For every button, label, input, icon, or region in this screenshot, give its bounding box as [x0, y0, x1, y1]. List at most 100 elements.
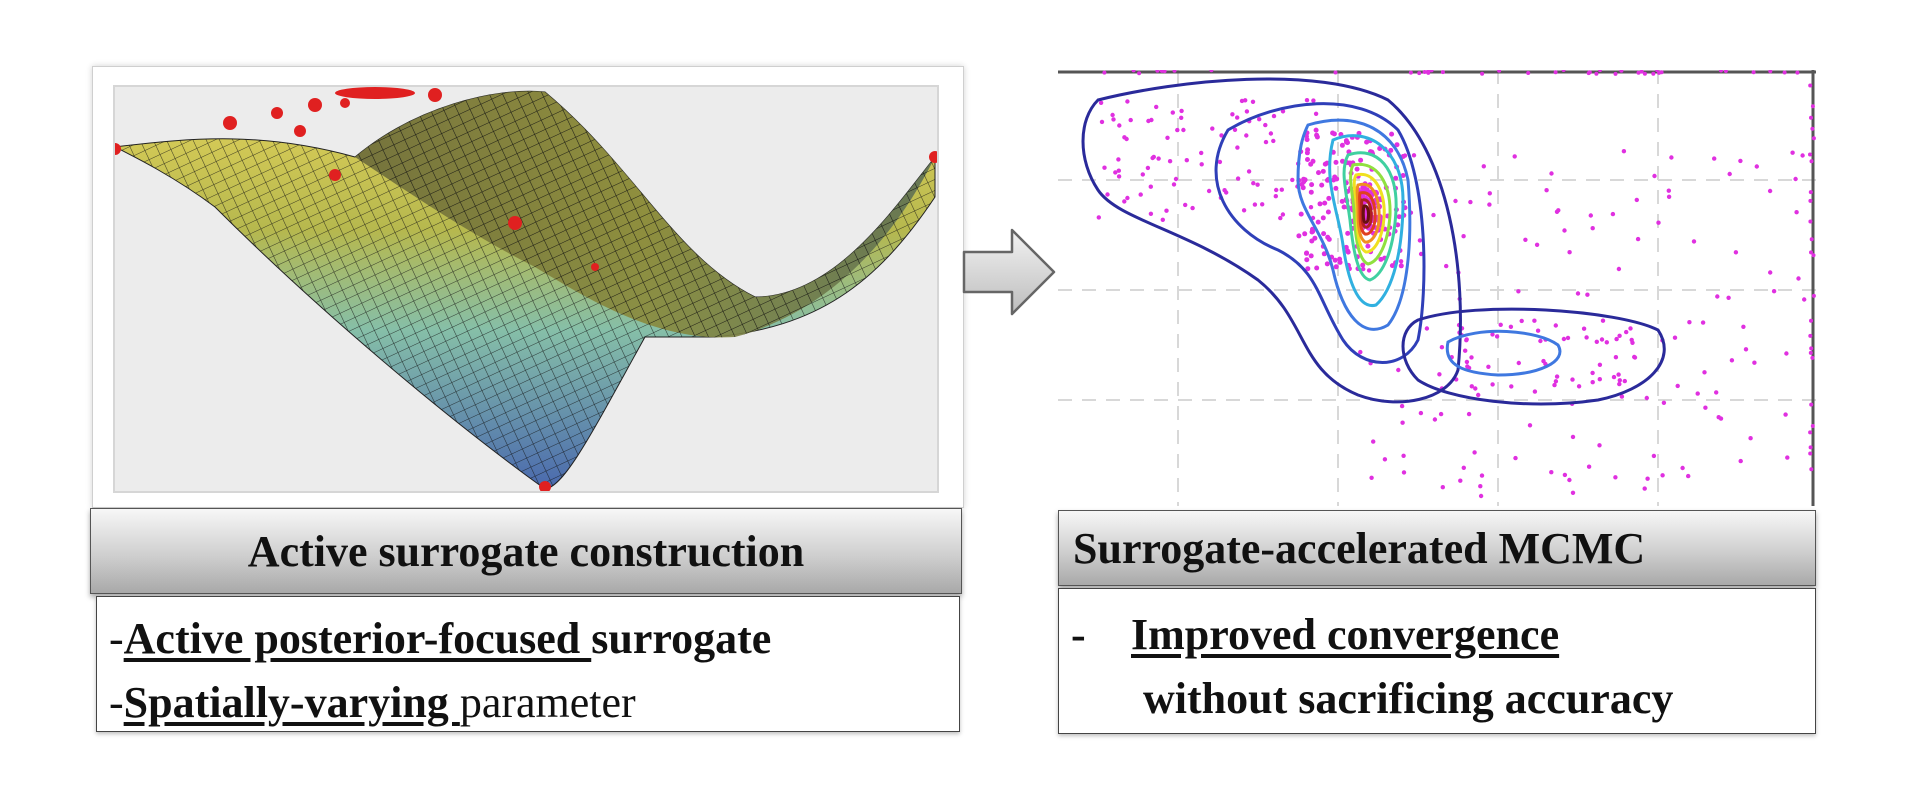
sample-point [1541, 358, 1546, 364]
sample-point [1331, 131, 1337, 137]
sample-point [1652, 173, 1657, 179]
sample-point [1235, 145, 1240, 150]
sample-point [1364, 139, 1370, 145]
sample-point [1497, 70, 1502, 73]
sample-point [1616, 266, 1622, 272]
sample-point [1155, 70, 1160, 73]
sample-point [1565, 335, 1571, 341]
sample-point [1273, 194, 1278, 199]
sample-point [1748, 436, 1753, 441]
sample-point [1617, 381, 1622, 387]
sample-point [1190, 205, 1195, 211]
sample-point [1768, 70, 1773, 74]
sample-point [1586, 464, 1592, 469]
sample-point [1645, 476, 1650, 481]
bullet-emphasis: Active posterior-focused [123, 614, 592, 663]
sample-point [1461, 234, 1466, 239]
sample-point [1138, 192, 1143, 197]
sample-point [1280, 212, 1286, 217]
left-bullet-item-2: - Spatially-varying parameter [109, 671, 959, 735]
sample-point [1714, 390, 1719, 395]
sample-point [1478, 484, 1483, 489]
sample-point [1752, 360, 1757, 365]
sample-point [1358, 349, 1363, 355]
sample-point [1552, 382, 1557, 388]
sample-point [1464, 359, 1470, 365]
sample-point [1666, 188, 1671, 193]
sample-point [1400, 420, 1405, 425]
sample-point [1354, 166, 1360, 172]
sample-point [1280, 109, 1286, 114]
sample-point [1554, 209, 1560, 214]
sample-point [1584, 335, 1589, 340]
sample-point [1809, 237, 1814, 242]
sample-point [1337, 256, 1343, 262]
sample-point [1472, 450, 1477, 455]
sample-point [1117, 123, 1122, 128]
sample-point [1222, 188, 1227, 193]
sample-point [1341, 204, 1347, 210]
sample-point [1398, 259, 1404, 264]
sample-point [1122, 135, 1127, 140]
sample-point [1553, 379, 1559, 384]
sample-point [1810, 126, 1815, 131]
sample-point [1636, 70, 1641, 75]
bullet-text: surrogate [591, 614, 772, 663]
sample-point [1516, 360, 1521, 366]
sample-point [1523, 237, 1528, 242]
sample-point [1767, 188, 1773, 194]
sample-point [1519, 318, 1524, 324]
sample-point [1322, 161, 1328, 167]
sample-point [1532, 389, 1538, 394]
sample-point [1463, 348, 1468, 353]
sample-point [1181, 127, 1186, 133]
sample-point [1597, 362, 1603, 367]
sample-point [1576, 384, 1582, 389]
sample-point [1644, 395, 1649, 401]
sample-point [1808, 83, 1813, 88]
sample-point [1634, 197, 1639, 203]
sample-point [1661, 400, 1667, 405]
sample-point [1401, 453, 1406, 458]
sample-point [1230, 112, 1235, 117]
sample-point [1125, 195, 1130, 201]
sample-point [1481, 164, 1486, 169]
sample-point [1632, 355, 1638, 360]
sample-point [1600, 318, 1606, 323]
sample-point [1476, 392, 1481, 398]
sample-point [1299, 182, 1305, 187]
sample-point [1398, 263, 1404, 269]
sample-point [1796, 276, 1801, 281]
sample-point [1808, 350, 1813, 355]
sample-point [1308, 189, 1314, 195]
sample-point [1324, 261, 1330, 267]
sample-point [1439, 345, 1445, 350]
sample-point [1741, 324, 1746, 329]
sample-point [1672, 335, 1678, 340]
sample-point [1365, 243, 1371, 249]
sample-point [1809, 402, 1814, 407]
surface-mesh-graphic [115, 87, 937, 491]
sample-point [1393, 175, 1399, 181]
sample-point [1617, 333, 1622, 338]
sample-point [1613, 71, 1618, 76]
sample-point [1444, 263, 1449, 269]
sample-point [1116, 174, 1122, 179]
mcmc-contour-plot [1058, 70, 1816, 506]
sample-point [1464, 337, 1469, 342]
sample-point [1333, 159, 1339, 165]
sample-point [1666, 194, 1672, 199]
sample-point [1257, 117, 1262, 122]
sample-point [1164, 208, 1169, 213]
sample-point [1809, 346, 1814, 351]
sample-point [1162, 70, 1167, 74]
sample-point [1700, 320, 1706, 325]
sample-point [1642, 486, 1647, 491]
sample-point [1617, 378, 1622, 383]
sample-point [1304, 257, 1310, 263]
sample-point [1378, 256, 1384, 262]
right-arrow-icon [962, 228, 1056, 316]
sample-point [1314, 132, 1320, 138]
sample-point [1651, 71, 1656, 76]
sample-point [1771, 289, 1777, 294]
